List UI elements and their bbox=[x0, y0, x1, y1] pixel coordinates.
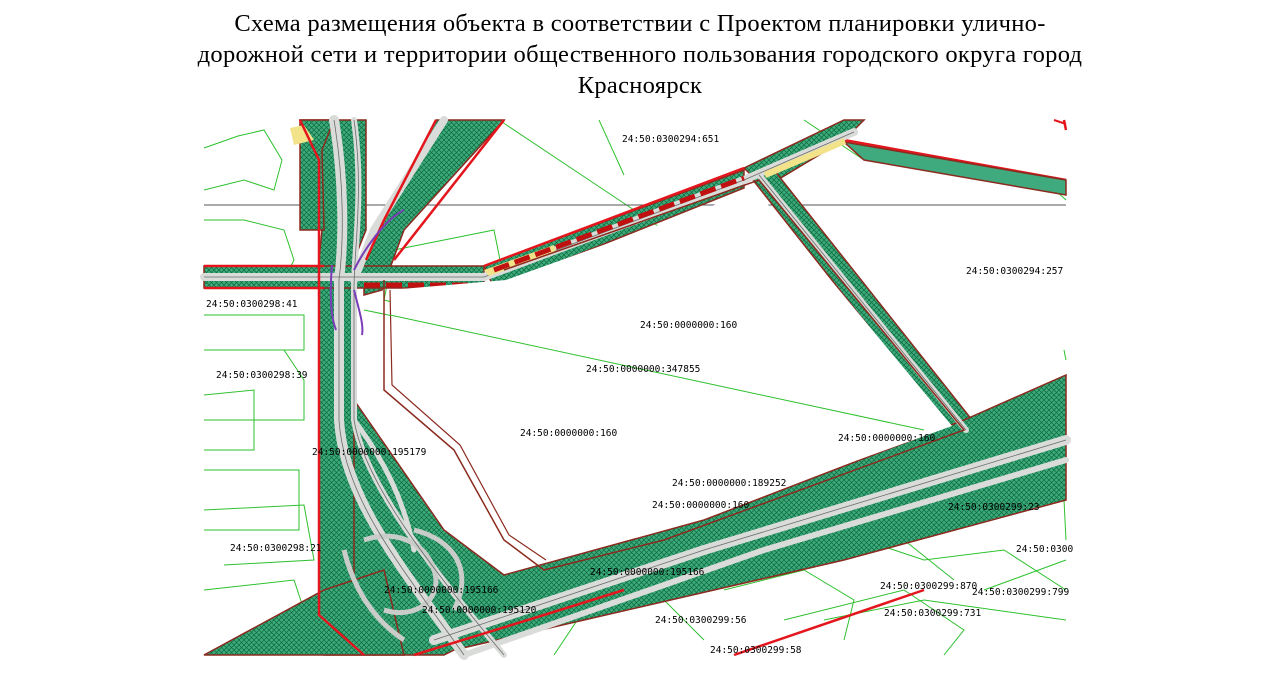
label-p160c: 24:50:0000000:160 bbox=[838, 433, 936, 444]
map-title: Схема размещения объекта в соответствии … bbox=[0, 8, 1280, 101]
label-p21: 24:50:0300298:21 bbox=[230, 543, 322, 554]
parcel-boundary-brown bbox=[383, 179, 966, 571]
label-p195179: 24:50:0000000:195179 bbox=[312, 447, 427, 458]
label-p257: 24:50:0300294:257 bbox=[966, 266, 1063, 277]
green-strip-top-right bbox=[841, 140, 1067, 196]
label-p347855: 24:50:0000000:347855 bbox=[586, 364, 700, 375]
interchange-loops bbox=[341, 527, 465, 643]
planning-map[interactable]: 24:50:0300294:651 24:50:0300294:257 24:5… bbox=[200, 115, 1073, 660]
label-p799: 24:50:0300299:799 bbox=[972, 587, 1070, 598]
title-line-2: дорожной сети и территории общественного… bbox=[197, 41, 1083, 68]
lane-markings bbox=[204, 119, 1067, 656]
red-lines bbox=[204, 119, 1068, 657]
label-p41: 24:50:0300298:41 bbox=[206, 299, 298, 310]
cadastral-labels: 24:50:0300294:651 24:50:0300294:257 24:5… bbox=[206, 134, 1073, 656]
central-parcel[interactable] bbox=[390, 190, 952, 560]
label-p195166: 24:50:0000000:195166 bbox=[590, 567, 705, 578]
label-p23: 24:50:0300299:23 bbox=[948, 502, 1040, 513]
label-p030: 24:50:0300 bbox=[1016, 544, 1073, 555]
label-p39: 24:50:0300298:39 bbox=[216, 370, 308, 381]
label-p870: 24:50:0300299:870 bbox=[880, 581, 978, 592]
title-line-3: Красноярск bbox=[577, 72, 703, 99]
label-p189252-overlap: 24:50:0000000:160 bbox=[652, 500, 750, 511]
label-p195166-overlap: 24:50:0000000:195166 bbox=[384, 585, 499, 596]
label-p56: 24:50:0300299:56 bbox=[655, 615, 747, 626]
label-p189252: 24:50:0000000:189252 bbox=[672, 478, 786, 489]
label-p651: 24:50:0300294:651 bbox=[622, 134, 720, 145]
label-p160a: 24:50:0000000:160 bbox=[520, 428, 618, 439]
label-p731: 24:50:0300299:731 bbox=[884, 608, 982, 619]
label-p58: 24:50:0300299:58 bbox=[710, 645, 802, 656]
title-line-1: Схема размещения объекта в соответствии … bbox=[234, 10, 1046, 37]
planning-map-canvas: 24:50:0300294:651 24:50:0300294:257 24:5… bbox=[200, 115, 1073, 660]
label-p195120: 24:50:0000000:195120 bbox=[422, 605, 537, 616]
purple-lines bbox=[329, 209, 405, 336]
label-p160b: 24:50:0000000:160 bbox=[640, 320, 738, 331]
